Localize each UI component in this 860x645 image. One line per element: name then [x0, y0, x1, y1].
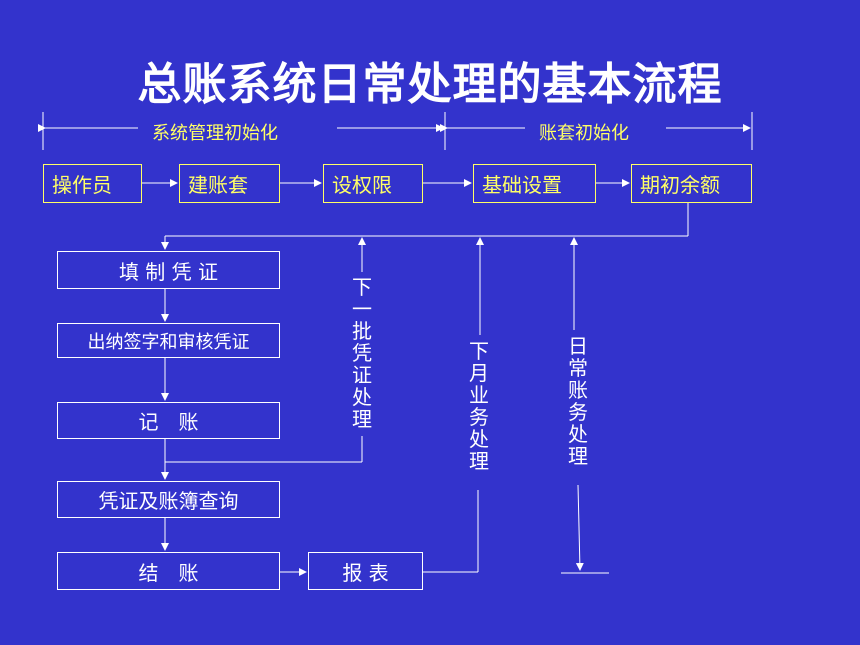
- step-report: 报 表: [308, 552, 423, 590]
- loop-label-next-batch: 下一批凭证处理: [352, 275, 372, 431]
- span-label-account-init: 账套初始化: [539, 123, 629, 144]
- span-system-init: [38, 112, 446, 150]
- step-query: 凭证及账簿查询: [57, 481, 280, 518]
- step-close: 结 账: [57, 552, 280, 590]
- loop-label-daily: 日常账务处理: [568, 334, 588, 468]
- loop-label-next-month: 下月业务处理: [469, 339, 489, 473]
- step-post: 记 账: [57, 402, 280, 439]
- loop-next-month: [423, 237, 484, 573]
- step-fill-voucher: 填 制 凭 证: [57, 251, 280, 289]
- loop-next-batch: [165, 237, 366, 463]
- step-operator: 操作员: [43, 164, 142, 203]
- daily-processing-line: [561, 237, 609, 574]
- step-cashier-sign-audit: 出纳签字和审核凭证: [57, 323, 280, 358]
- step-set-permissions: 设权限: [323, 164, 423, 203]
- bus-line: [161, 203, 689, 250]
- span-label-system-init: 系统管理初始化: [152, 123, 278, 144]
- span-account-init: [440, 112, 753, 150]
- flow-arrows: [161, 289, 307, 576]
- step-basic-settings: 基础设置: [473, 164, 596, 203]
- step-create-account-set: 建账套: [179, 164, 280, 203]
- page-title: 总账系统日常处理的基本流程: [137, 59, 723, 110]
- step-opening-balance: 期初余额: [631, 164, 752, 203]
